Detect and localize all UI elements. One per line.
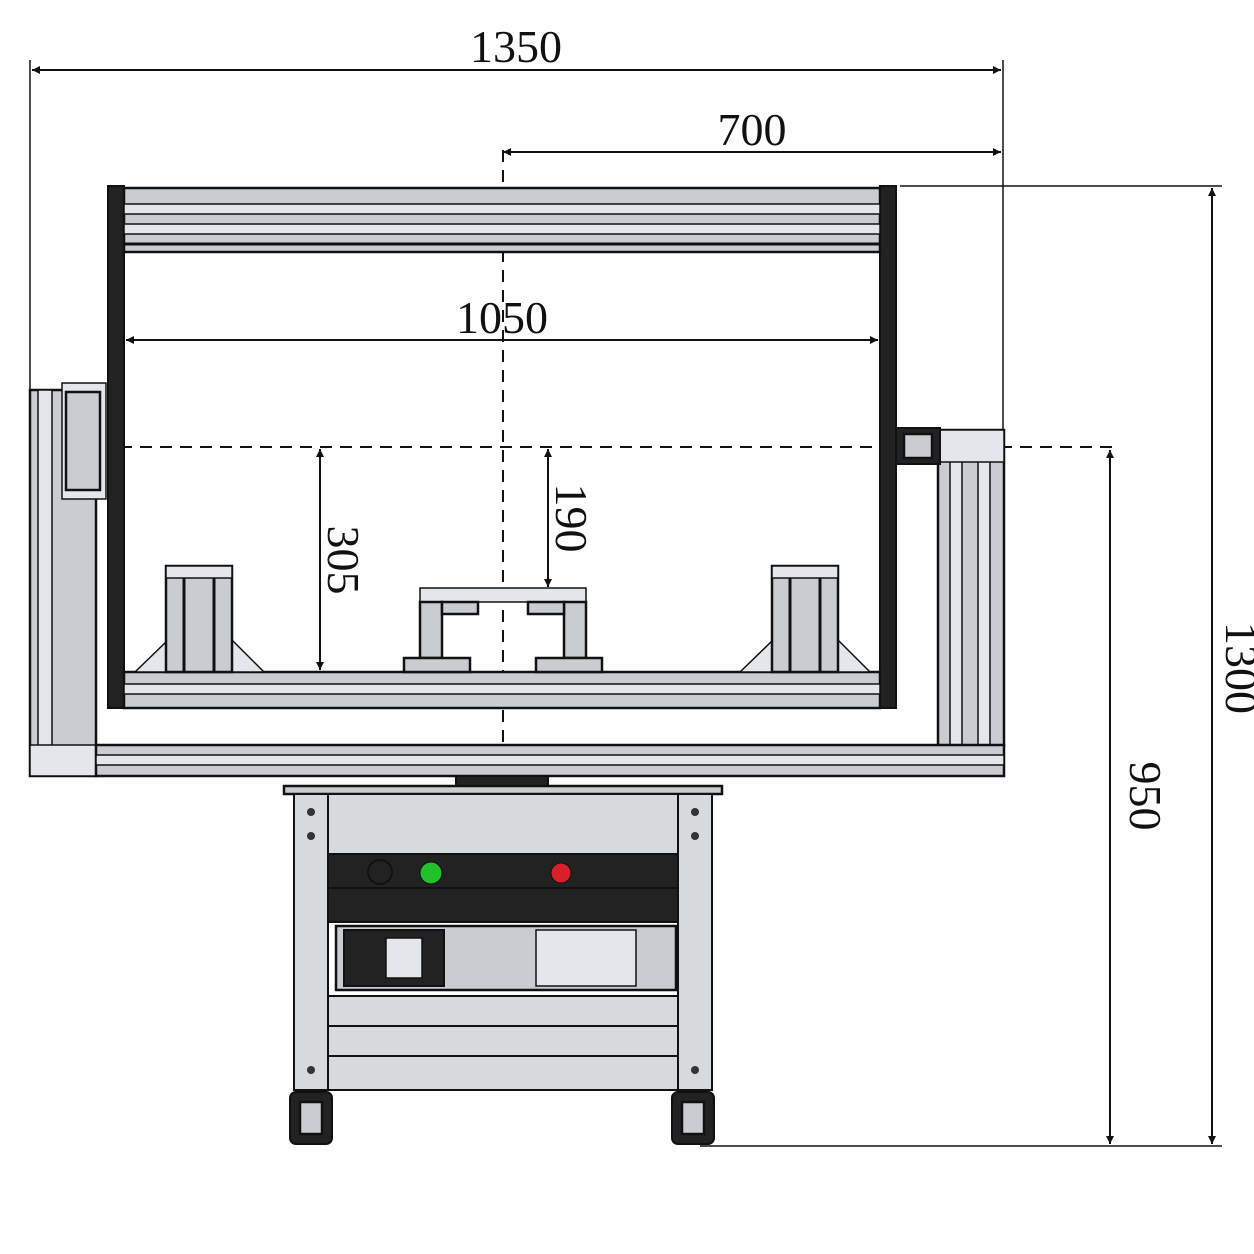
dimension-fixture-offset: 190 [544,449,597,587]
dimension-height-to-axis: 305 [316,449,369,670]
dimension-label-fixture-offset: 190 [546,484,597,553]
dimension-label-right-offset: 700 [718,104,787,155]
base-rail [94,743,1006,778]
selector-switch [367,859,393,885]
dimension-label-overall-height: 1300 [1216,622,1254,714]
caster-right [671,1091,715,1145]
left-stand [28,382,107,778]
dimension-label-inner-width: 1050 [456,292,548,343]
green-indicator-light [419,861,443,885]
right-stand [895,427,1006,748]
caster-left [289,1091,333,1145]
support-left [133,564,266,674]
support-right [738,564,872,674]
red-indicator-light [550,862,572,884]
dimension-overall-height: 1300 [700,185,1254,1147]
rotating-frame [107,185,897,710]
dimension-label-axis-height: 950 [1120,762,1171,831]
center-fixture [402,587,604,674]
dimension-inner-width: 1050 [126,292,878,344]
dimension-right-offset: 700 [503,104,1001,156]
dimension-axis-height: 950 [1106,450,1171,1144]
dimension-label-overall-width: 1350 [470,21,562,72]
dimension-overall-width: 1350 [29,21,1004,430]
dimension-label-height-to-axis: 305 [318,526,369,595]
control-cabinet [282,775,724,1091]
